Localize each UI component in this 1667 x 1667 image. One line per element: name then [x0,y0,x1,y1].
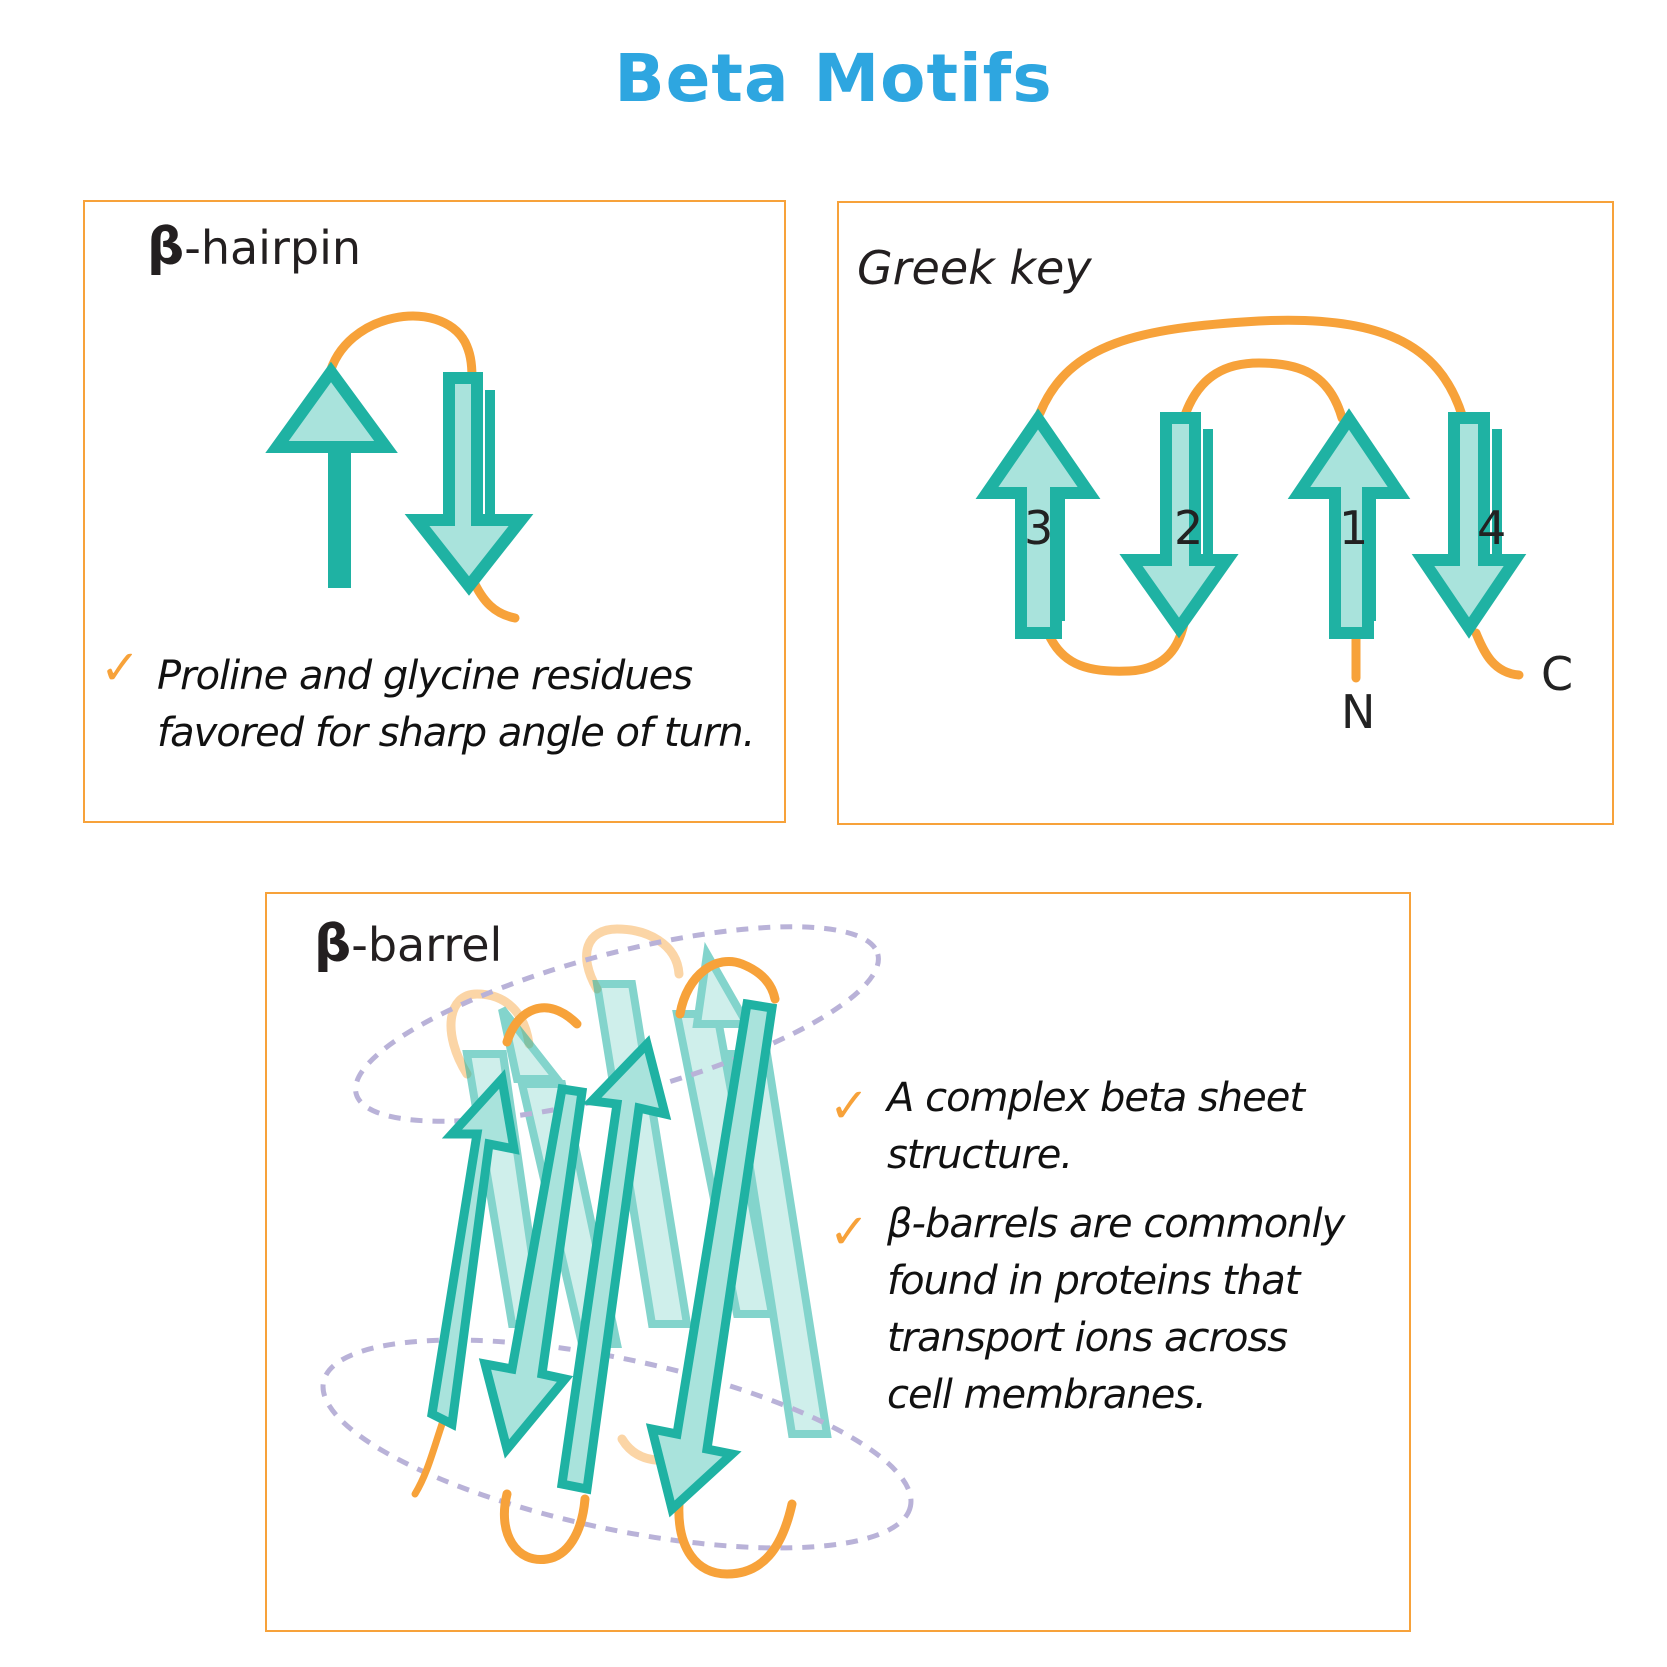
strand-label-2: 2 [1174,501,1204,555]
hairpin-title: β-hairpin [147,217,361,277]
hairpin-note: Proline and glycine residues favored for… [157,648,755,762]
checkmark-icon: ✓ [829,1078,870,1134]
greek-outer-loop [1035,315,1467,420]
greek-strand-1 [1287,408,1411,639]
barrel-front-loop [675,956,780,1019]
strand-label-3: 3 [1024,501,1054,555]
beta-symbol: β [314,914,352,974]
greek-strand-3 [975,408,1101,639]
barrel-front-loop [502,1003,582,1047]
checkmark-icon: ✓ [829,1204,870,1260]
barrel-note-line: A complex beta sheet [887,1075,1305,1121]
barrel-note-2: β-barrels are commonly found in proteins… [887,1196,1345,1424]
barrel-n-tail [411,1420,446,1498]
barrel-note-line: transport ions across [887,1315,1288,1361]
hairpin-panel: β-hairpin ✓ Proline and glycine residues… [83,200,786,823]
barrel-title-text: -barrel [351,918,503,972]
greek-key-diagram [975,315,1527,683]
barrel-note-line: β-barrels are commonly [887,1201,1345,1247]
hairpin-tail-loop [468,575,520,623]
greek-inner-loop [1179,358,1347,423]
strand-label-4: 4 [1477,501,1507,555]
barrel-front-loop [499,1489,590,1565]
hairpin-strand-up [265,361,398,588]
greek-c-tail [1471,628,1524,680]
page-title: Beta Motifs [614,40,1053,117]
hairpin-note-line: favored for sharp angle of turn. [157,710,755,756]
barrel-front-loop [674,1499,797,1579]
barrel-title: β-barrel [314,914,502,974]
greek-strand-4 [1411,412,1527,639]
barrel-bottom-outline [320,1337,914,1551]
strand-label-1: 1 [1339,501,1369,555]
barrel-front-strand [427,998,778,1518]
barrel-note-line: structure. [887,1132,1073,1178]
hairpin-turn-loop [324,311,477,383]
barrel-diagram [320,924,914,1579]
hairpin-title-text: -hairpin [184,221,362,275]
c-terminus-label: C [1541,647,1574,701]
hairpin-strand-down [404,372,534,596]
hairpin-diagram [265,311,534,623]
barrel-note-1: A complex beta sheet structure. [887,1070,1305,1184]
barrel-note-line: found in proteins that [887,1258,1300,1304]
n-terminus-label: N [1341,685,1376,739]
greek-strand-2 [1119,412,1239,639]
barrel-note-line: cell membranes. [887,1372,1207,1418]
barrel-panel: β-barrel ✓ [265,892,1411,1632]
beta-symbol: β [147,217,185,277]
greek-key-panel: Greek key 3 2 1 4 N C [837,201,1614,825]
greek-key-title: Greek key [857,241,1092,295]
hairpin-note-line: Proline and glycine residues [157,653,693,699]
checkmark-icon: ✓ [100,640,141,696]
